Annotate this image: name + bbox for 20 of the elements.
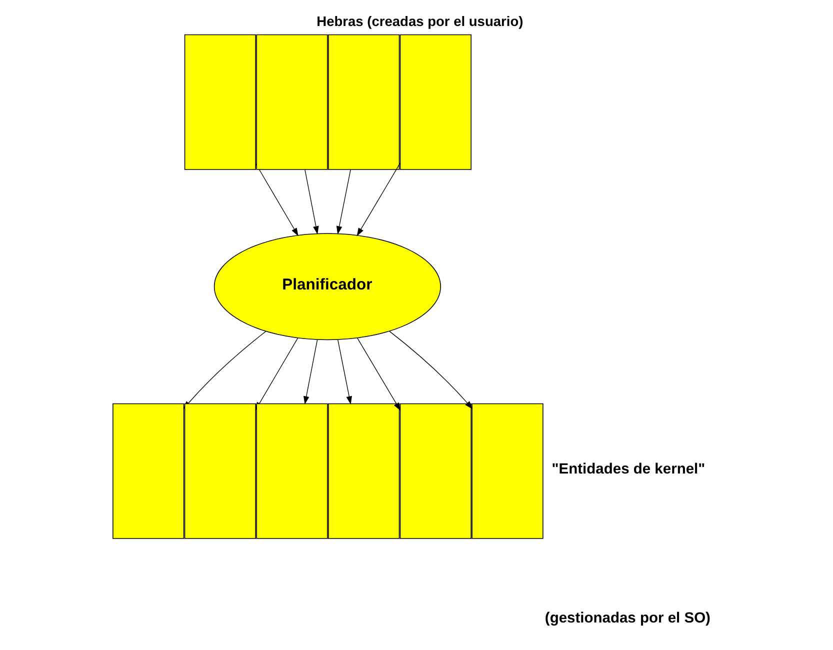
node-box [400, 34, 472, 170]
arrow [389, 330, 473, 410]
node-box [112, 403, 184, 539]
node-box [256, 34, 328, 170]
label: "Entidades de kernel" [552, 462, 706, 478]
arrow [303, 340, 318, 404]
node-box [256, 403, 328, 539]
diagram-title: Hebras (creadas por el usuario) [316, 14, 524, 30]
label: (gestionadas por el SO) [544, 610, 710, 627]
arrow [304, 169, 319, 234]
node-box [184, 403, 256, 539]
node-box [472, 403, 544, 539]
node-box [400, 403, 472, 539]
node-ellipse: Planificador [214, 233, 441, 340]
arrow [336, 169, 351, 234]
node-box [328, 34, 400, 170]
node-box [184, 34, 256, 170]
arrow [356, 162, 400, 236]
arrow [338, 340, 352, 404]
arrow [356, 338, 401, 411]
